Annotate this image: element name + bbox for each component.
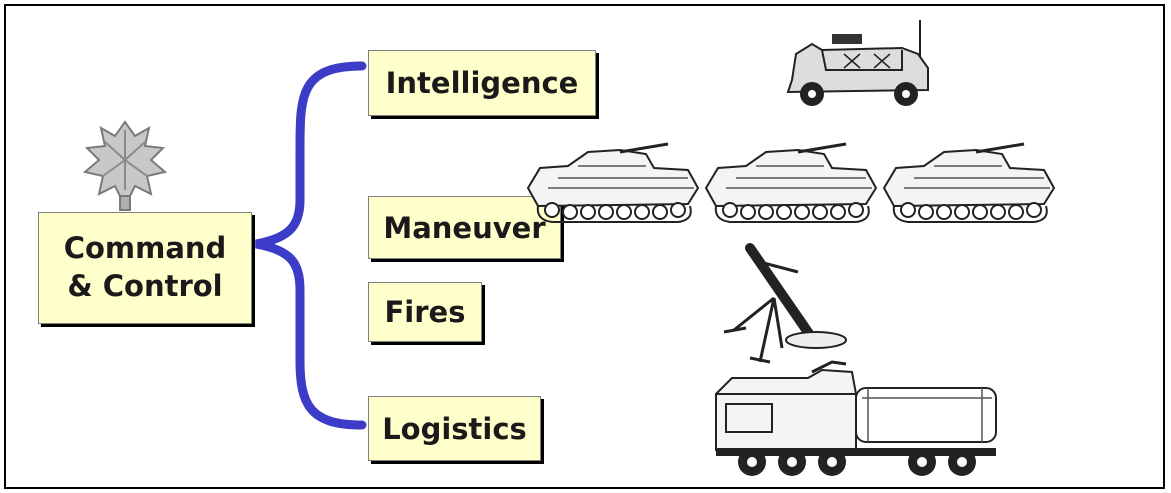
intelligence-label: Intelligence bbox=[385, 66, 579, 100]
fires-label: Fires bbox=[384, 295, 466, 329]
command-control-line1: Command bbox=[63, 231, 227, 266]
command-control-box: Command & Control bbox=[38, 212, 252, 324]
intelligence-box: Intelligence bbox=[368, 50, 596, 116]
mortar-icon bbox=[723, 243, 847, 364]
fires-box: Fires bbox=[368, 282, 482, 342]
humvee-icon bbox=[786, 20, 929, 106]
command-control-line2: & Control bbox=[67, 269, 223, 303]
maneuver-box: Maneuver bbox=[368, 196, 561, 259]
logistics-box: Logistics bbox=[368, 396, 541, 461]
maneuver-label: Maneuver bbox=[383, 210, 546, 245]
fuel-truck-icon bbox=[715, 360, 997, 476]
infantry-fighting-vehicle-icon bbox=[526, 142, 1056, 224]
logistics-label: Logistics bbox=[382, 411, 527, 446]
